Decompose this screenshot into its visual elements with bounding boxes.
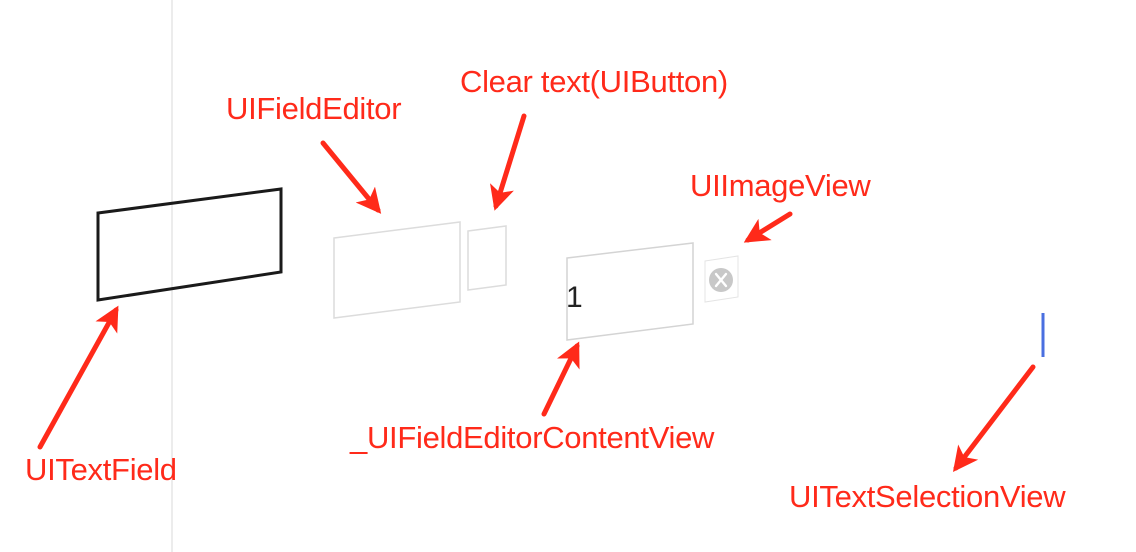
label-text-selection-view: UITextSelectionView bbox=[789, 479, 1066, 514]
label-clear-text-button: Clear text(UIButton) bbox=[460, 64, 728, 99]
arrow-icon-text-field bbox=[37, 305, 119, 450]
label-ui-text-field: UITextField bbox=[25, 452, 177, 487]
label-ui-image-view: UIImageView bbox=[690, 168, 871, 203]
label-field-editor-content-view: _UIFieldEditorContentView bbox=[350, 420, 715, 455]
arrow-icon-image-view bbox=[743, 211, 793, 243]
content-text: 1 bbox=[566, 281, 583, 314]
clear-button-layer bbox=[467, 225, 507, 291]
ui-field-editor-layer bbox=[333, 221, 461, 319]
arrow-icon-field-editor bbox=[320, 140, 382, 214]
ui-text-field-layer bbox=[96, 187, 283, 302]
arrow-icon-text-selection-view bbox=[952, 364, 1036, 472]
arrow-icon-content-view bbox=[541, 341, 580, 417]
label-ui-field-editor: UIFieldEditor bbox=[226, 91, 402, 126]
arrow-icon-clear-button bbox=[490, 113, 527, 211]
x-circle-icon bbox=[704, 255, 739, 303]
field-editor-content-view-layer bbox=[566, 242, 694, 341]
